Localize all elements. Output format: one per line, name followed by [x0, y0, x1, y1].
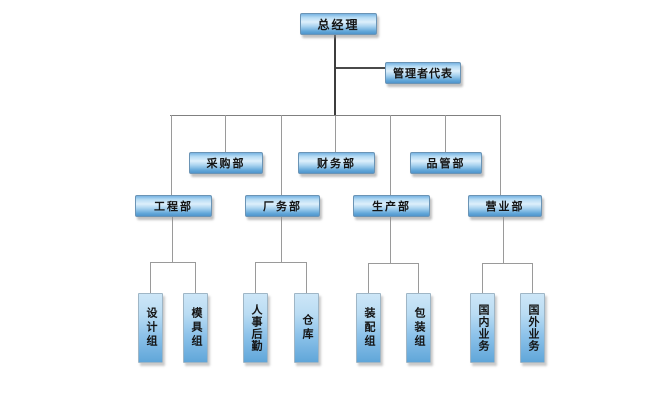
org-node-dept-finance: 财务部 [298, 152, 375, 174]
connector-factory-stem [281, 215, 282, 262]
org-node-management-representative: 管理者代表 [385, 62, 461, 84]
org-node-team-mold: 模具组 [183, 293, 208, 363]
connector-drop-purchasing [225, 115, 226, 152]
connector-drop-packaging [418, 263, 419, 293]
connector-production-bar [368, 263, 419, 264]
org-node-dept-quality: 品管部 [410, 152, 482, 174]
org-node-general-manager: 总经理 [300, 13, 377, 35]
connector-drop-design [150, 262, 151, 293]
connector-drop-domestic [482, 263, 483, 293]
connector-drop-sales [500, 115, 501, 195]
org-node-dept-factory-affairs: 厂务部 [245, 195, 320, 217]
connector-root-trunk [334, 34, 336, 116]
org-node-dept-production: 生产部 [353, 195, 430, 217]
connector-drop-engineering [171, 115, 172, 195]
org-node-team-domestic-business: 国内业务 [470, 293, 495, 363]
connector-drop-production [390, 115, 391, 195]
connector-drop-warehouse [306, 262, 307, 293]
connector-sales-stem [503, 215, 504, 263]
org-node-team-warehouse: 仓库 [294, 293, 319, 363]
org-node-dept-sales: 营业部 [468, 195, 542, 217]
connector-engineering-stem [172, 215, 173, 262]
connector-drop-hr-logistics [255, 262, 256, 293]
org-node-team-packaging: 包装组 [406, 293, 431, 363]
org-node-dept-engineering: 工程部 [135, 195, 212, 217]
connector-sales-bar [482, 263, 533, 264]
connector-main-bar [170, 115, 501, 116]
connector-drop-overseas [532, 263, 533, 293]
connector-drop-factory [281, 115, 282, 195]
org-node-team-assembly: 装配组 [356, 293, 381, 363]
connector-staff-branch [336, 67, 385, 69]
connector-engineering-bar [150, 262, 196, 263]
org-node-team-overseas-business: 国外业务 [520, 293, 545, 363]
connector-drop-assembly [368, 263, 369, 293]
connector-factory-bar [255, 262, 307, 263]
connector-drop-quality [445, 115, 446, 152]
connector-drop-finance [335, 116, 336, 152]
org-node-dept-purchasing: 采购部 [189, 152, 263, 174]
connector-production-stem [390, 215, 391, 263]
org-node-team-hr-logistics: 人事后勤 [243, 293, 268, 363]
connector-drop-mold [195, 262, 196, 293]
org-node-team-design: 设计组 [138, 293, 163, 363]
